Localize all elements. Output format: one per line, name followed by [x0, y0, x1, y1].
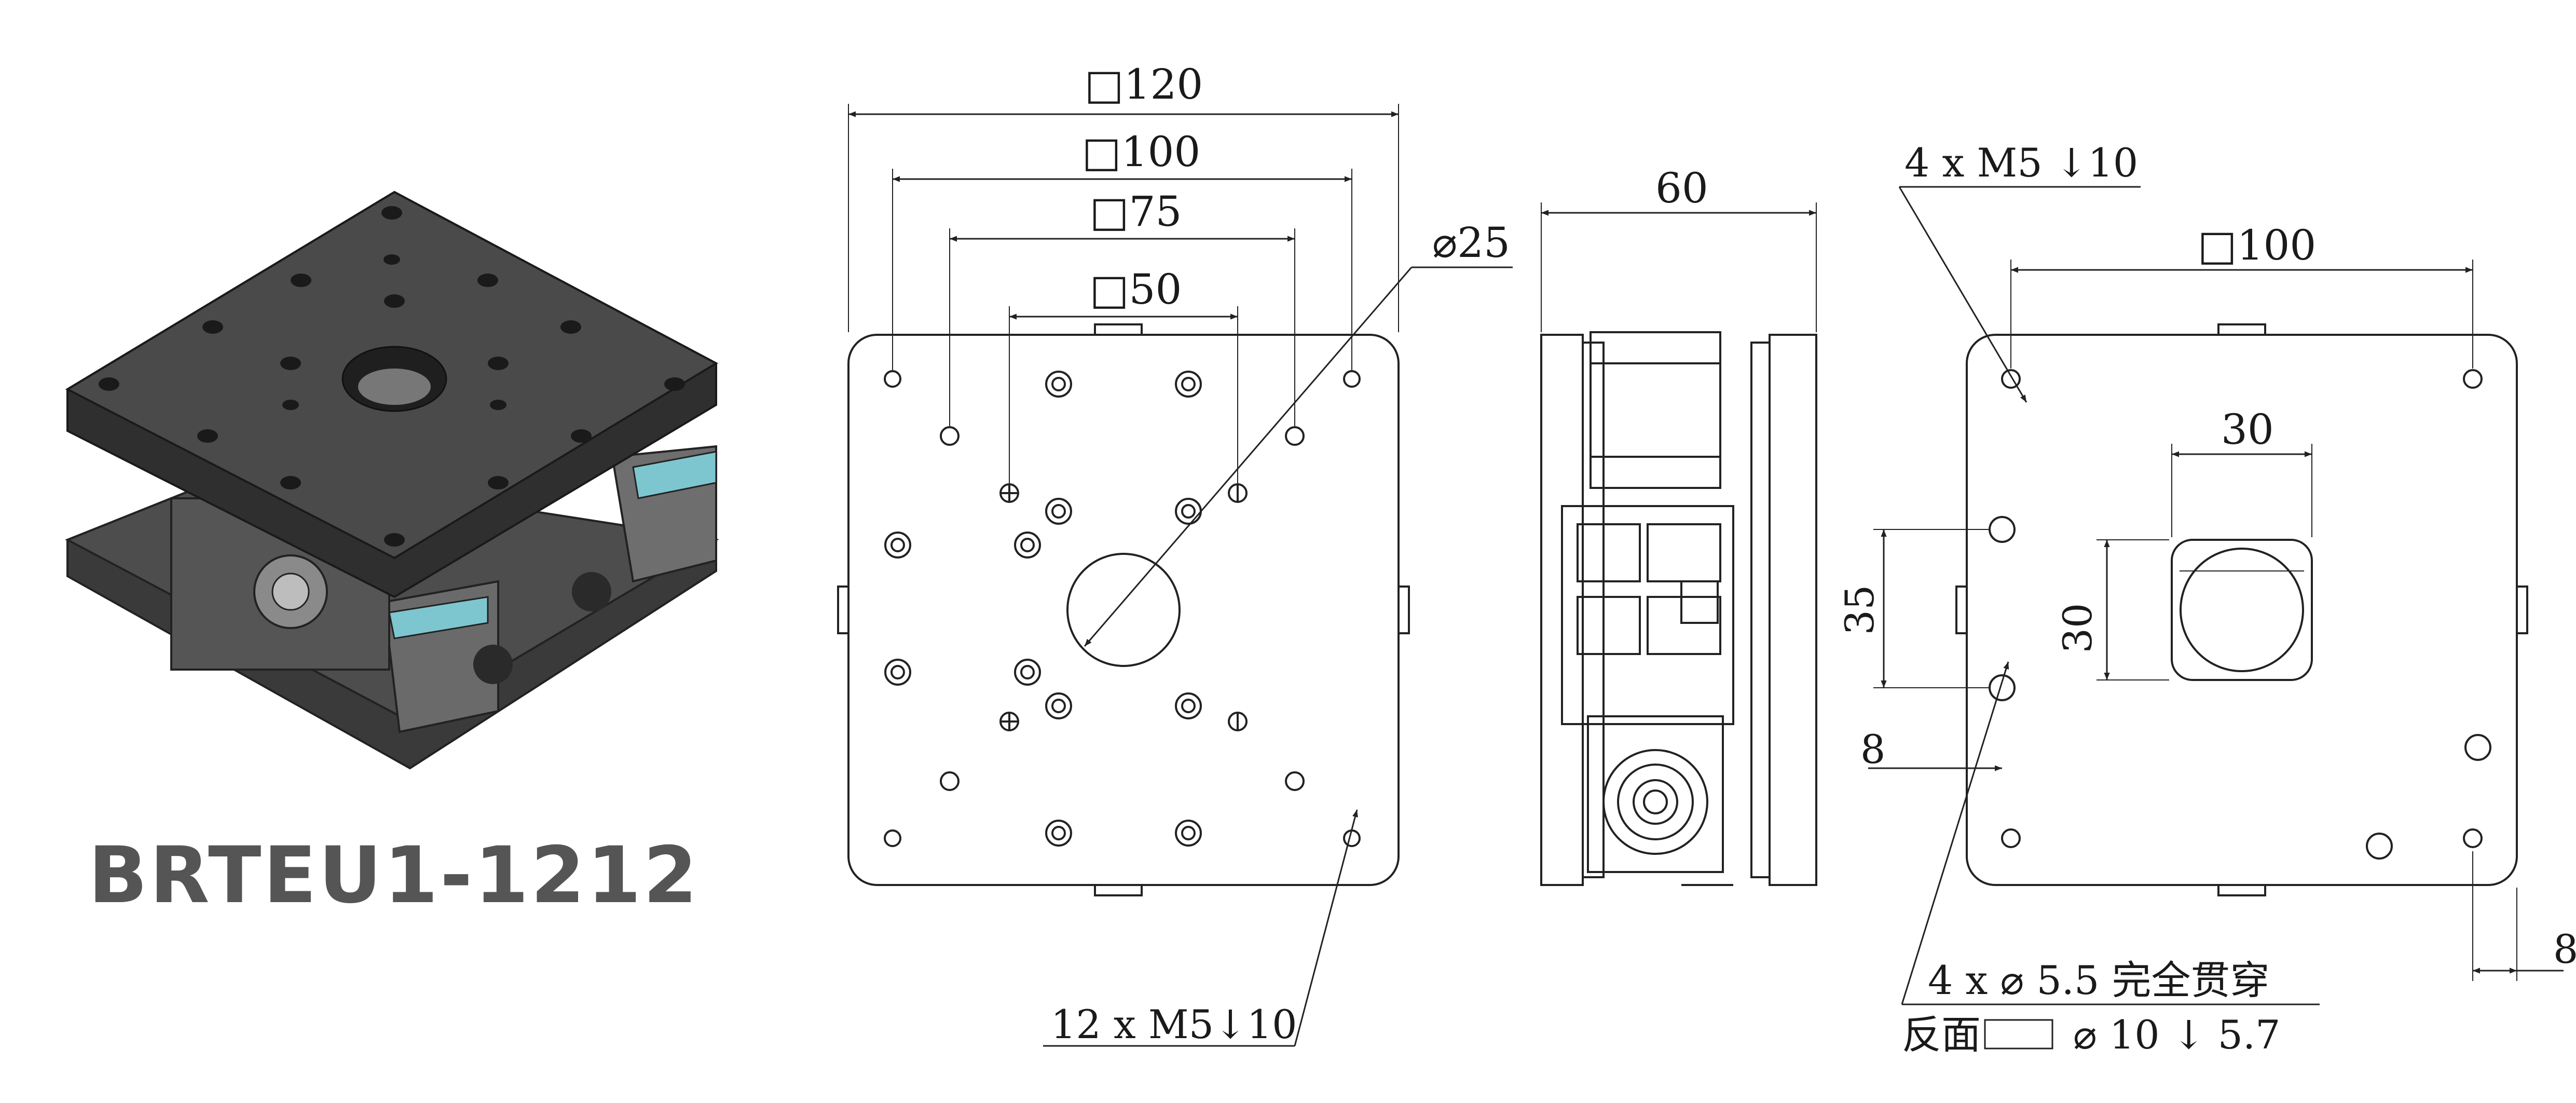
center-bore	[1066, 553, 1181, 667]
dim-edge-8: 8	[2553, 926, 2576, 972]
top-view	[837, 104, 1513, 1047]
callout-m5-top: 4 x M5 ↓10	[1904, 140, 2138, 186]
side-view	[1540, 202, 1817, 886]
top-plate-outline	[847, 334, 1400, 886]
bottom-window	[2171, 539, 2313, 681]
dim-outer: □120	[1085, 60, 1203, 108]
callout-thru-line2-rest: ⌀ 10 ↓ 5.7	[2073, 1012, 2280, 1058]
dim-window-height: 30	[2054, 603, 2101, 653]
dim-holes-75: □75	[1090, 187, 1182, 236]
callout-thru-line1: 4 x ⌀ 5.5 完全贯穿	[1928, 957, 2269, 1003]
bottom-view-labels: 4 x M5 ↓10 □100 30 30 35 8 8 4 x ⌀ 5.5 完…	[1837, 140, 2576, 1058]
dim-spacing-35: 35	[1837, 585, 1883, 635]
model-number: BRTEU1-1212	[88, 830, 700, 921]
top-view-labels: □120 □100 □75 □50 ⌀25 12 x M5↓10	[1051, 60, 1510, 1047]
side-view-labels: 60	[1655, 164, 1708, 212]
dim-pitch-100: □100	[2198, 221, 2316, 269]
dim-holes-50: □50	[1090, 265, 1182, 314]
dim-offset-8: 8	[1860, 726, 1885, 772]
callout-thru-line2-prefix: 反面	[1902, 1012, 1981, 1058]
thread-callout-top: 12 x M5↓10	[1051, 1001, 1297, 1047]
dim-window-width: 30	[2221, 405, 2274, 454]
side-mechanism	[1561, 505, 1734, 725]
side-motor-upper	[1590, 331, 1721, 489]
dim-bore: ⌀25	[1432, 219, 1510, 267]
side-motor-lower	[1587, 715, 1724, 873]
dim-height: 60	[1655, 164, 1708, 212]
bottom-view	[1868, 186, 2564, 1050]
isometric-model	[65, 190, 719, 770]
dim-holes-100: □100	[1082, 128, 1200, 176]
